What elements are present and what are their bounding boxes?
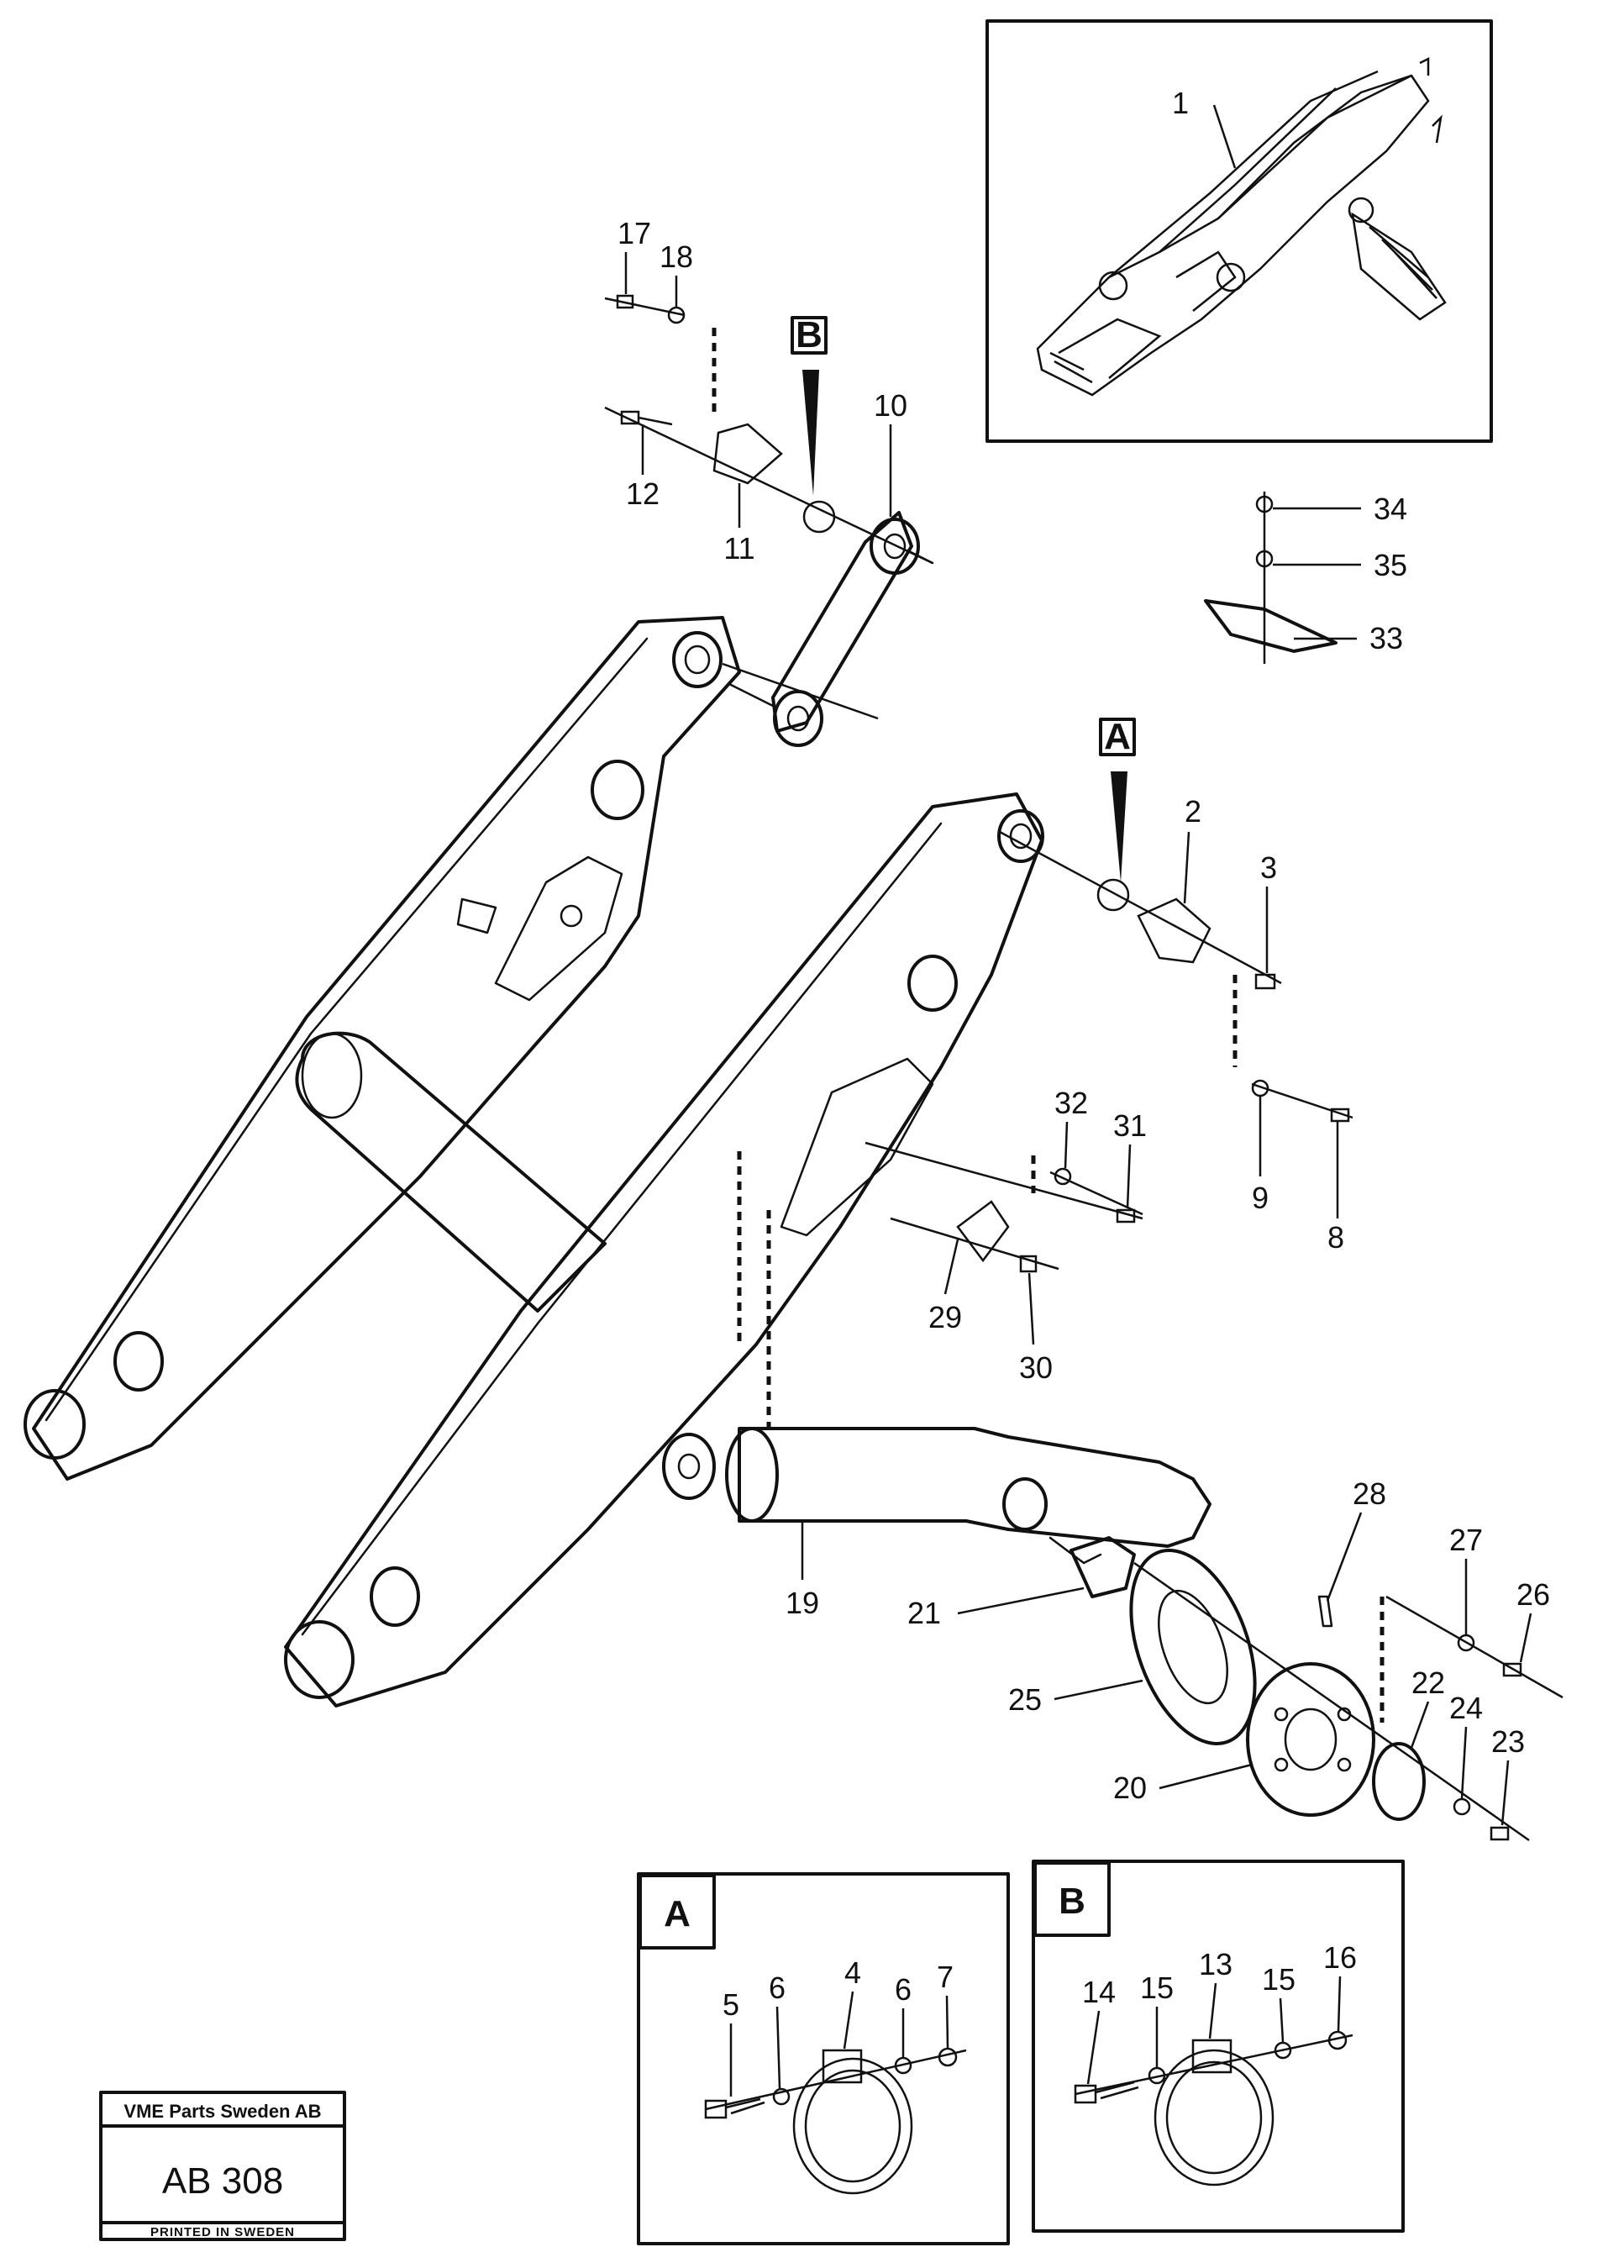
inset-b-callout-15a: 15 bbox=[1140, 1971, 1174, 2005]
detail-marker-a: A bbox=[1104, 716, 1131, 757]
detail-inset-b: B 14 15 13 15 16 bbox=[1032, 1860, 1405, 2233]
detail-inset-a: A 5 6 4 6 7 bbox=[637, 1872, 1010, 2245]
hardware bbox=[616, 294, 1522, 1841]
callout-34: 34 bbox=[1374, 492, 1407, 526]
hydraulic-cylinder bbox=[662, 1427, 1211, 1565]
callout-12: 12 bbox=[626, 476, 660, 511]
stamp-code: AB 308 bbox=[162, 2160, 283, 2202]
callout-27: 27 bbox=[1449, 1523, 1483, 1557]
callout-35: 35 bbox=[1374, 548, 1407, 582]
inset-b-callout-13: 13 bbox=[1199, 1947, 1232, 1981]
callout-1: 1 bbox=[1172, 86, 1189, 120]
callout-21: 21 bbox=[907, 1596, 941, 1630]
inset-b-title: B bbox=[1059, 1881, 1085, 1922]
lift-arm-assembly bbox=[24, 616, 1044, 1708]
inset-a-title: A bbox=[664, 1893, 691, 1934]
assembly-guides bbox=[712, 328, 1385, 1723]
callout-10: 10 bbox=[874, 388, 907, 423]
callout-17: 17 bbox=[618, 216, 651, 250]
inset-b-callout-14: 14 bbox=[1082, 1975, 1116, 2009]
overview-loader-drawing bbox=[1036, 56, 1447, 397]
callout-19: 19 bbox=[786, 1586, 819, 1620]
detail-marker-b: B bbox=[796, 314, 823, 355]
stamp-printed: PRINTED IN SWEDEN bbox=[150, 2225, 295, 2239]
inset-b-callout-16: 16 bbox=[1323, 1940, 1357, 1975]
callout-25: 25 bbox=[1008, 1682, 1042, 1717]
overview-inset: 1 bbox=[985, 19, 1493, 443]
detail-markers: B A bbox=[791, 314, 1136, 882]
callout-11: 11 bbox=[723, 531, 754, 566]
callout-23: 23 bbox=[1491, 1724, 1525, 1759]
callout-8: 8 bbox=[1327, 1220, 1344, 1255]
callout-30: 30 bbox=[1019, 1350, 1053, 1385]
callout-33: 33 bbox=[1369, 621, 1403, 655]
inset-a-callout-4: 4 bbox=[844, 1955, 861, 1990]
callouts: 17 18 12 11 10 34 35 33 2 3 9 8 32 31 29… bbox=[618, 216, 1550, 1826]
callout-20: 20 bbox=[1113, 1771, 1147, 1805]
callout-26: 26 bbox=[1516, 1577, 1550, 1612]
inset-a-callout-6b: 6 bbox=[895, 1972, 912, 2007]
callout-2: 2 bbox=[1185, 794, 1201, 829]
axis-lines bbox=[604, 297, 1564, 1842]
callout-3: 3 bbox=[1260, 850, 1277, 885]
callout-28: 28 bbox=[1353, 1476, 1386, 1511]
callout-29: 29 bbox=[928, 1300, 962, 1334]
callout-32: 32 bbox=[1054, 1086, 1088, 1120]
callout-18: 18 bbox=[660, 239, 693, 274]
callout-22: 22 bbox=[1411, 1665, 1445, 1700]
document-stamp: VME Parts Sweden AB AB 308 PRINTED IN SW… bbox=[99, 2091, 346, 2241]
inset-a-callout-5: 5 bbox=[723, 1987, 739, 2022]
callout-31: 31 bbox=[1113, 1108, 1147, 1143]
stamp-company: VME Parts Sweden AB bbox=[124, 2101, 321, 2122]
inset-b-callout-15b: 15 bbox=[1262, 1962, 1296, 1997]
lift-arm-left bbox=[32, 616, 741, 1481]
callout-9: 9 bbox=[1252, 1181, 1269, 1215]
callout-24: 24 bbox=[1449, 1691, 1483, 1725]
inset-a-callout-7: 7 bbox=[937, 1960, 954, 1994]
lift-arm-right bbox=[284, 792, 1043, 1708]
cross-tube bbox=[295, 1031, 607, 1313]
inset-a-callout-6a: 6 bbox=[769, 1971, 786, 2005]
